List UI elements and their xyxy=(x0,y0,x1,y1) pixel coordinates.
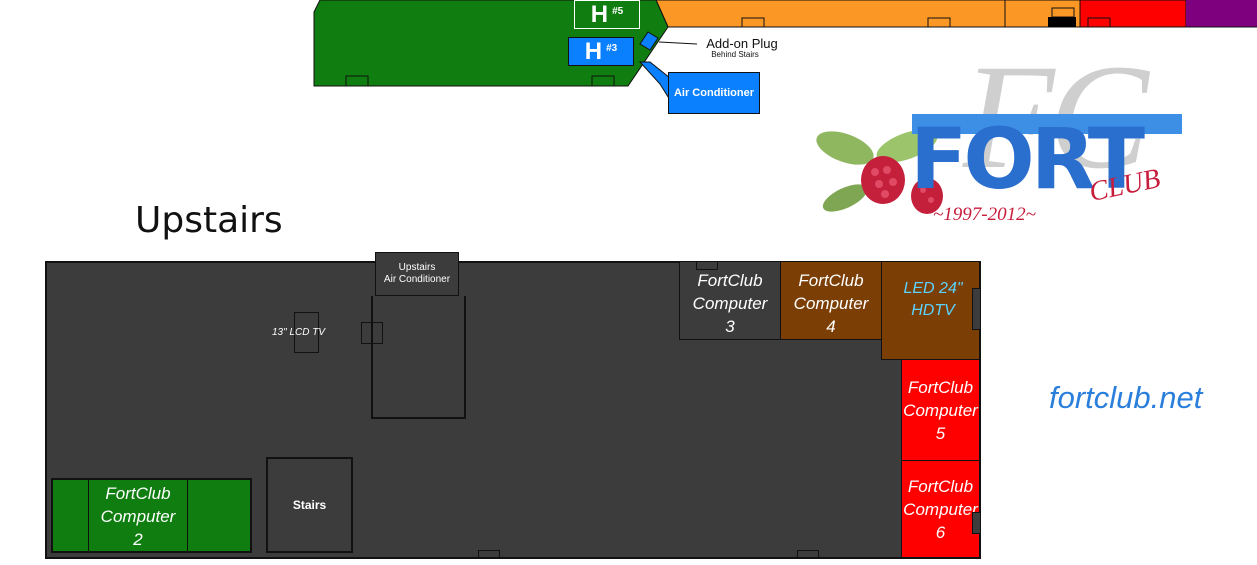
upstairs-ac-line2: Air Conditioner xyxy=(383,274,451,285)
floor-marker-1 xyxy=(478,550,500,559)
addon-plug-subtitle: Behind Stairs xyxy=(711,50,759,59)
ac-vent-marker xyxy=(361,322,383,344)
computer-5-line1: FortClub xyxy=(907,377,974,397)
lcd-tv-label: 13" LCD TV xyxy=(272,327,326,338)
heater-3-number: #3 xyxy=(606,43,618,54)
hdtv-area xyxy=(881,261,981,360)
heater-5-number: #5 xyxy=(612,6,624,17)
computer-4: FortClub Computer 4 xyxy=(780,261,882,340)
purple-area xyxy=(1186,0,1257,27)
computer-6-line3: 6 xyxy=(935,522,946,542)
heater-5-letter: H xyxy=(590,0,609,28)
air-conditioner-downstairs: Air Conditioner xyxy=(668,72,760,114)
upstairs-heading: Upstairs xyxy=(135,200,283,241)
computer-3-line1: FortClub xyxy=(697,271,763,290)
air-conditioner-label: Air Conditioner xyxy=(673,87,755,99)
computer-4-line3: 4 xyxy=(826,317,836,336)
computer-5: FortClub Computer 5 xyxy=(901,359,981,461)
addon-plug-label: Add-on Plug Behind Stairs xyxy=(697,37,787,59)
red-area xyxy=(1079,0,1187,28)
computer-3-line2: Computer xyxy=(692,294,768,313)
floor-marker-2 xyxy=(797,550,819,559)
upstairs-ac-duct xyxy=(371,296,466,419)
computer-2-desk xyxy=(51,478,252,553)
hdtv-label: LED 24" HDTV xyxy=(883,278,983,322)
logo-fort-band xyxy=(912,114,1182,134)
computer-2-divider xyxy=(88,478,188,553)
fortclub-logo: FC FORT CLUB ~1997-2012~ xyxy=(815,42,1215,233)
computer-2-line3: 2 xyxy=(133,530,143,549)
computer-2-line1: FortClub xyxy=(105,484,171,503)
stairs: Stairs xyxy=(266,457,353,553)
raspberry-icon xyxy=(816,129,943,214)
computer-3-line3: 3 xyxy=(725,317,735,336)
hdtv-line2: HDTV xyxy=(911,302,955,319)
computer-6-marker xyxy=(972,512,981,534)
logo-fort: FORT xyxy=(910,110,1145,208)
upstairs-ac-line1: Upstairs xyxy=(398,262,436,273)
computer-5-line2: Computer xyxy=(903,400,978,420)
heater-3: H #3 xyxy=(568,37,634,66)
orange-area xyxy=(655,0,1081,28)
logo-years: ~1997-2012~ xyxy=(933,204,1036,225)
computer-3: FortClub Computer 3 xyxy=(679,261,781,340)
hdtv-line1: LED 24" xyxy=(903,280,963,297)
upstairs-air-conditioner: Upstairs Air Conditioner xyxy=(375,252,459,296)
computer-2-label: FortClub Computer 2 xyxy=(88,482,188,551)
computer-6: FortClub Computer 6 xyxy=(901,460,981,559)
computer-3-marker xyxy=(696,261,718,270)
lcd-tv-stand xyxy=(294,312,319,353)
computer-5-line3: 5 xyxy=(935,423,946,443)
addon-plug-marker xyxy=(639,31,659,51)
computer-6-line1: FortClub xyxy=(907,476,974,496)
heater-5: H #5 xyxy=(574,0,640,29)
addon-plug-title: Add-on Plug xyxy=(706,36,778,51)
stairs-label: Stairs xyxy=(292,498,327,512)
computer-2-line2: Computer xyxy=(100,507,176,526)
hdtv-screen-marker xyxy=(972,288,981,330)
computer-4-line2: Computer xyxy=(793,294,869,313)
computer-4-line1: FortClub xyxy=(798,271,864,290)
website-label: fortclub.net xyxy=(1049,380,1203,415)
heater-3-letter: H xyxy=(584,37,603,65)
computer-6-line2: Computer xyxy=(903,499,978,519)
